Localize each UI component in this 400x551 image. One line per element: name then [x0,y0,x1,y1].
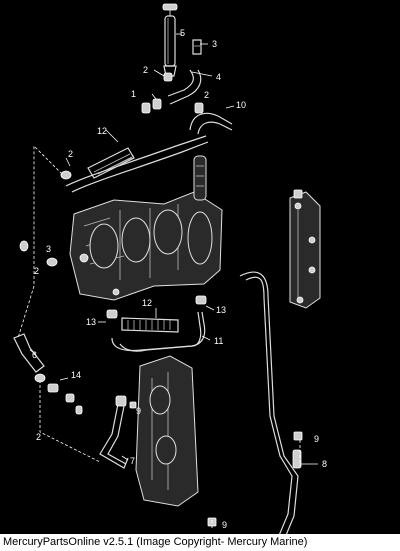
callout-2: 2 [34,266,39,276]
clip-part-2-left-lower[interactable] [19,240,58,383]
engine-block [69,191,223,301]
callout-2: 2 [143,65,148,75]
hose-part-10[interactable] [189,112,233,135]
callout-9: 9 [136,406,141,416]
corrugated-hose-part-12-lower[interactable] [121,317,179,333]
callout-labels: 5 3 2 4 1 2 10 12 2 3 2 12 13 13 11 6 14… [32,28,327,530]
fitting-part-9[interactable] [129,189,303,527]
callout-10: 10 [236,100,246,110]
hose-part-6[interactable] [13,333,45,373]
callout-14: 14 [71,370,81,380]
callout-4: 4 [216,72,221,82]
small-hose-part-4[interactable] [167,69,202,105]
leader-lines [17,33,318,530]
fuel-filter-assembly [193,155,207,201]
hose-part-11[interactable] [111,311,206,352]
callout-13: 13 [86,317,96,327]
clip-part-13-right[interactable] [195,295,207,305]
callout-11: 11 [214,336,223,346]
vertical-hose-part[interactable] [162,3,178,77]
lower-block [135,355,199,507]
callout-7: 7 [130,456,135,466]
callout-5: 5 [180,28,185,38]
clip-part-2[interactable] [163,72,204,114]
fitting-part-14[interactable] [47,383,83,415]
callout-2: 2 [36,432,41,442]
fitting-part-top[interactable] [192,39,202,55]
parts-exploded-diagram: 5 3 2 4 1 2 10 12 2 3 2 12 13 13 11 6 14… [13,3,327,534]
callout-3: 3 [46,244,51,254]
callout-9: 9 [222,520,227,530]
callout-2: 2 [68,149,73,159]
clip-part-2-left[interactable] [60,170,72,180]
callout-12: 12 [97,126,107,136]
callout-13: 13 [216,305,226,315]
long-hose-part-8[interactable] [239,271,302,534]
callout-12: 12 [142,298,152,308]
callout-8: 8 [322,459,327,469]
callout-3: 3 [212,39,217,49]
callout-2: 2 [204,90,209,100]
callout-9: 9 [314,434,319,444]
right-manifold [289,191,321,309]
hose-part-7[interactable] [99,395,129,469]
image-copyright-caption: MercuryPartsOnline v2.5.1 (Image Copyrig… [0,534,400,551]
callout-1: 1 [131,89,136,99]
long-hose-upper[interactable] [65,135,209,193]
callout-6: 6 [32,350,37,360]
clip-part-1[interactable] [141,98,162,114]
clip-part-13-left[interactable] [106,309,118,319]
